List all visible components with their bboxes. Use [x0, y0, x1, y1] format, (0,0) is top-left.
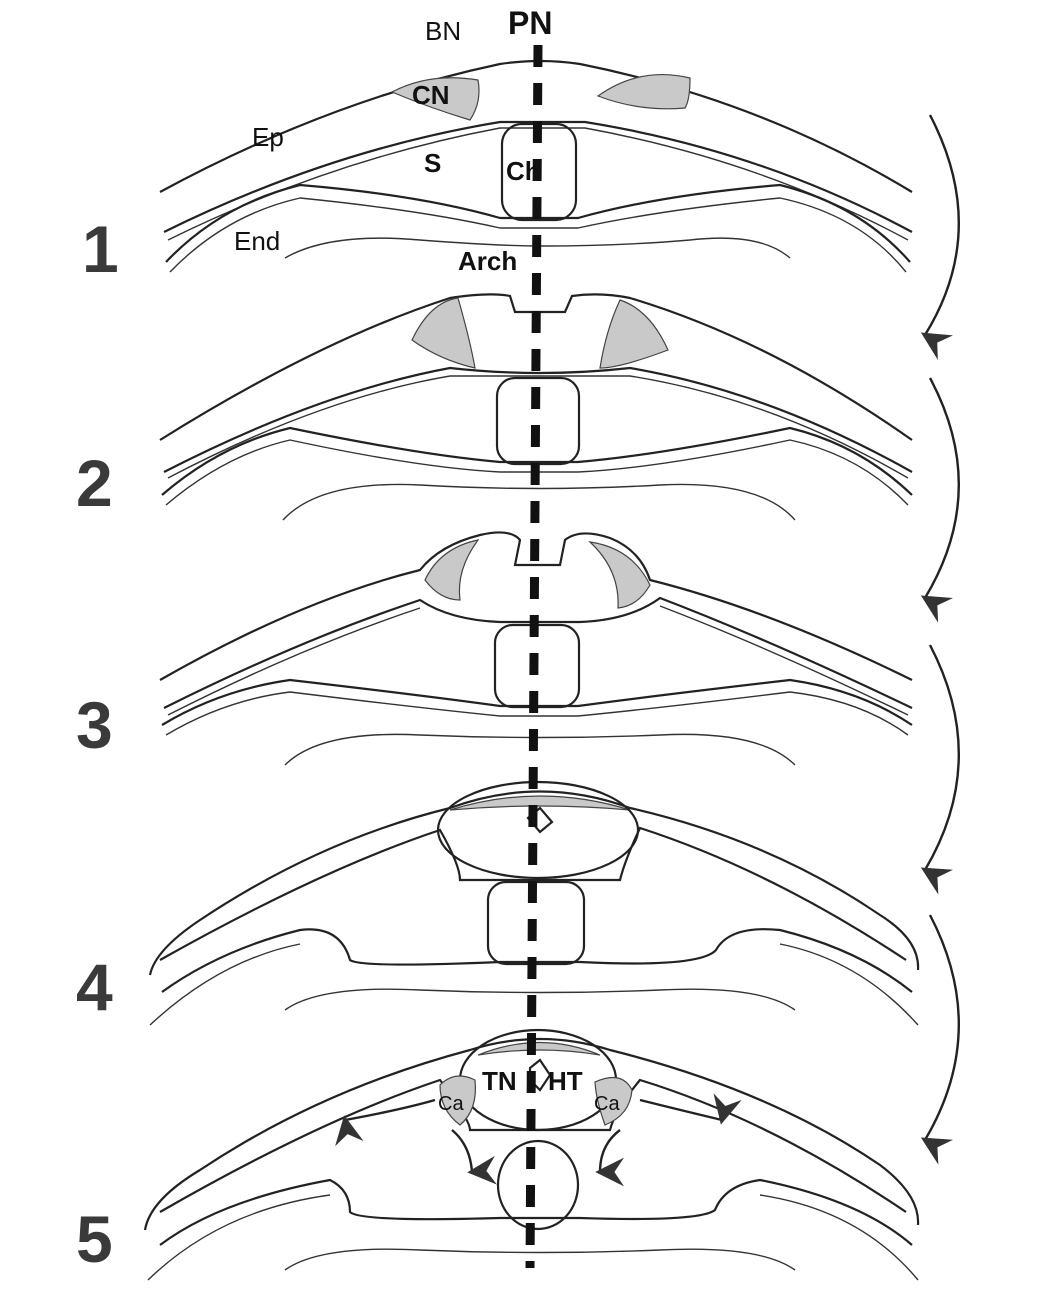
migration-arrow-down-left	[452, 1130, 472, 1172]
neural-fold-right	[600, 300, 668, 368]
label-tn: TN	[482, 1066, 517, 1096]
label-ch: Ch	[506, 156, 541, 186]
progression-arrow-4	[925, 915, 959, 1140]
stage-number-3: 3	[76, 688, 113, 762]
stage-number-4: 4	[76, 950, 113, 1024]
label-bn: BN	[425, 16, 461, 46]
label-cn: CN	[412, 80, 450, 110]
label-ca-right: Ca	[594, 1093, 620, 1115]
migration-arrow-down-right	[600, 1130, 620, 1172]
neural-crest-right	[598, 75, 690, 109]
progression-arrow-3	[925, 645, 959, 870]
neural-fold-left-3	[425, 540, 478, 600]
label-ht: HT	[548, 1066, 583, 1096]
notochord-5	[498, 1141, 578, 1229]
stage-number-5: 5	[76, 1202, 113, 1276]
label-end: End	[234, 226, 280, 256]
migration-arrow-right	[640, 1100, 722, 1120]
label-ep: Ep	[252, 122, 284, 152]
label-pn: PN	[508, 5, 552, 41]
stage-number-2: 2	[76, 446, 113, 520]
label-arch: Arch	[458, 246, 517, 276]
progression-arrow-1	[925, 115, 959, 335]
label-ca-left: Ca	[438, 1093, 464, 1115]
progression-arrows	[925, 115, 959, 1140]
progression-arrow-2	[925, 378, 959, 598]
label-s: S	[424, 148, 441, 178]
neural-fold-right-3	[590, 542, 650, 608]
stage-number-1: 1	[82, 212, 119, 286]
